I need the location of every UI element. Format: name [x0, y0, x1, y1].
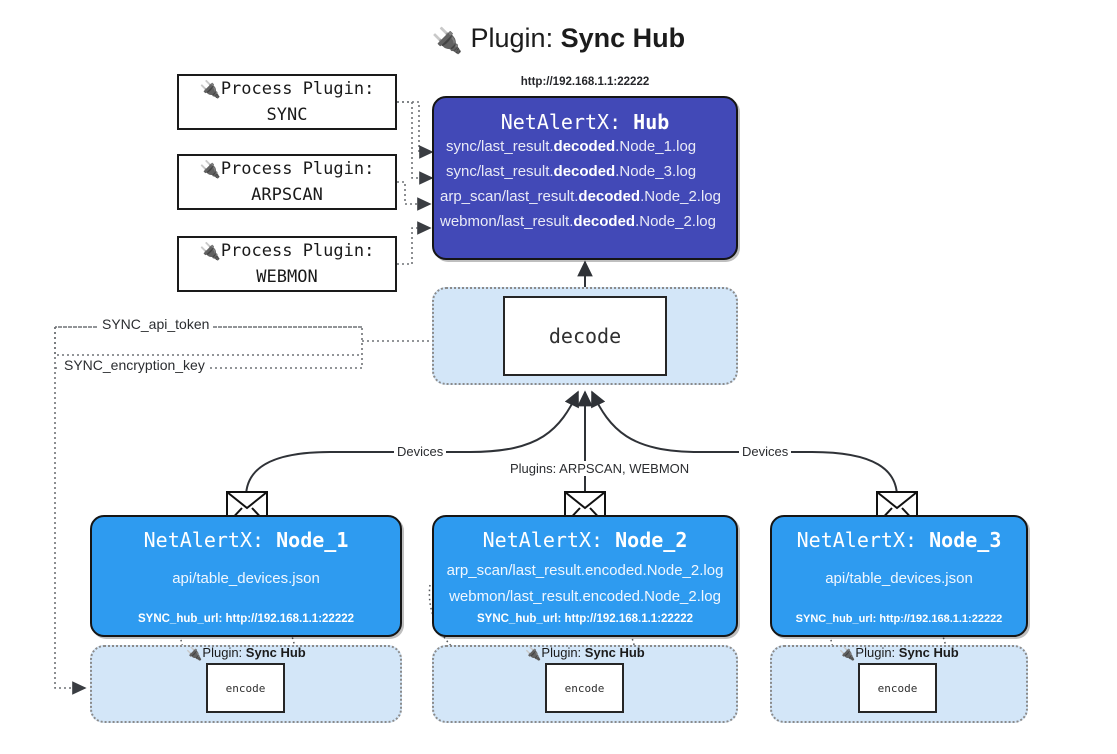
plug-icon: 🔌: [839, 646, 856, 661]
log-post: .Node_2.log: [635, 213, 716, 230]
plugin-caption-node_1: 🔌Plugin: Sync Hub: [90, 645, 402, 662]
node-line: api/table_devices.json: [825, 570, 973, 587]
sync-api-token-label: SYNC_api_token: [98, 316, 214, 332]
process-plugin-arpscan[interactable]: 🔌Process Plugin: ARPSCAN: [177, 154, 397, 210]
plug-icon: 🔌: [186, 646, 203, 661]
log-em: decoded: [553, 138, 616, 155]
node-title: NetAlertX: Node_1: [92, 528, 400, 552]
sync-encryption-key-label: SYNC_encryption_key: [60, 357, 209, 373]
log-em: decoded: [578, 188, 641, 205]
caption-prefix: Plugin:: [202, 645, 243, 660]
decode-box[interactable]: decode: [503, 296, 667, 376]
log-em: decoded: [553, 163, 616, 180]
plug-icon: 🔌: [199, 159, 221, 180]
page-title-main: Sync Hub: [560, 23, 686, 53]
node-hub-url-label: SYNC_hub_url: http://192.168.1.1:22222: [476, 613, 694, 625]
caption-name: Sync Hub: [898, 645, 959, 660]
node-title-name: Node_3: [929, 528, 1002, 552]
node-box-node_2[interactable]: NetAlertX: Node_2 arp_scan/last_result.e…: [432, 515, 738, 637]
label: Process Plugin:: [220, 78, 375, 99]
process-plugin-webmon[interactable]: 🔌Process Plugin: WEBMON: [177, 236, 397, 292]
node-line: webmon/last_result.encoded.Node_2.log: [449, 588, 721, 605]
node-title-name: Node_1: [276, 528, 349, 552]
node-hub-url-label: SYNC_hub_url: http://192.168.1.1:22222: [795, 613, 1003, 625]
hub-title: NetAlertX: Hub: [434, 110, 736, 134]
encode-box-node_1[interactable]: encode: [206, 663, 285, 713]
node-box-node_1[interactable]: NetAlertX: Node_1 api/table_devices.json…: [90, 515, 402, 637]
node-hub-url-label: SYNC_hub_url: http://192.168.1.1:22222: [137, 613, 355, 625]
caption-name: Sync Hub: [245, 645, 306, 660]
plug-icon: 🔌: [525, 646, 542, 661]
plug-icon: 🔌: [199, 241, 221, 262]
hub-log-line: sync/last_result.decoded.Node_1.log: [446, 134, 736, 159]
hub-box[interactable]: NetAlertX: Hub sync/last_result.decoded.…: [432, 96, 738, 260]
plugin-caption-node_3: 🔌Plugin: Sync Hub: [770, 645, 1028, 662]
node-title-prefix: NetAlertX:: [143, 528, 265, 552]
plugins-center-label: Plugins: ARPSCAN, WEBMON: [507, 461, 693, 476]
log-pre: sync/last_result.: [446, 138, 554, 155]
devices-right-label: Devices: [739, 444, 792, 459]
process-plugin-arpscan-line2: ARPSCAN: [251, 184, 323, 205]
page-title-prefix: Plugin:: [470, 23, 554, 53]
caption-prefix: Plugin:: [855, 645, 896, 660]
node-title: NetAlertX: Node_3: [772, 528, 1026, 552]
log-post: .Node_3.log: [615, 163, 697, 180]
process-plugin-arpscan-line1: 🔌Process Plugin:: [200, 157, 375, 183]
caption-name: Sync Hub: [584, 645, 645, 660]
log-pre: webmon/last_result.: [440, 213, 574, 230]
label: Process Plugin:: [220, 240, 375, 261]
hub-title-name: Hub: [633, 110, 670, 134]
plug-icon: 🔌: [431, 27, 463, 55]
log-pre: sync/last_result.: [446, 163, 554, 180]
encode-box-node_2[interactable]: encode: [545, 663, 624, 713]
hub-title-prefix: NetAlertX:: [500, 110, 622, 134]
process-plugin-webmon-line2: WEBMON: [256, 266, 318, 287]
page-title: 🔌 Plugin: Sync Hub: [0, 16, 1117, 63]
hub-log-line: sync/last_result.decoded.Node_3.log: [446, 159, 736, 184]
label: Process Plugin:: [220, 158, 375, 179]
plug-icon: 🔌: [199, 79, 221, 100]
process-plugin-sync-line1: 🔌Process Plugin:: [200, 77, 375, 103]
process-plugin-sync-line2: SYNC: [266, 104, 308, 125]
hub-log-line: webmon/last_result.decoded.Node_2.log: [440, 209, 736, 234]
node-title: NetAlertX: Node_2: [434, 528, 736, 552]
node-title-prefix: NetAlertX:: [482, 528, 604, 552]
caption-prefix: Plugin:: [541, 645, 582, 660]
encode-box-node_3[interactable]: encode: [858, 663, 937, 713]
plugin-caption-node_2: 🔌Plugin: Sync Hub: [432, 645, 738, 662]
node-line: api/table_devices.json: [172, 570, 320, 587]
process-plugin-webmon-line1: 🔌Process Plugin:: [200, 239, 375, 265]
node-title-prefix: NetAlertX:: [796, 528, 918, 552]
log-post: .Node_2.log: [640, 188, 721, 205]
log-pre: arp_scan/last_result.: [440, 188, 579, 205]
hub-log-line: arp_scan/last_result.decoded.Node_2.log: [440, 184, 736, 209]
process-plugin-sync[interactable]: 🔌Process Plugin: SYNC: [177, 74, 397, 130]
devices-left-label: Devices: [394, 444, 447, 459]
node-title-name: Node_2: [615, 528, 688, 552]
node-line: arp_scan/last_result.encoded.Node_2.log: [446, 562, 724, 579]
hub-url-label: http://192.168.1.1:22222: [520, 76, 650, 88]
log-em: decoded: [573, 213, 636, 230]
log-post: .Node_1.log: [615, 138, 697, 155]
node-box-node_3[interactable]: NetAlertX: Node_3 api/table_devices.json…: [770, 515, 1028, 637]
